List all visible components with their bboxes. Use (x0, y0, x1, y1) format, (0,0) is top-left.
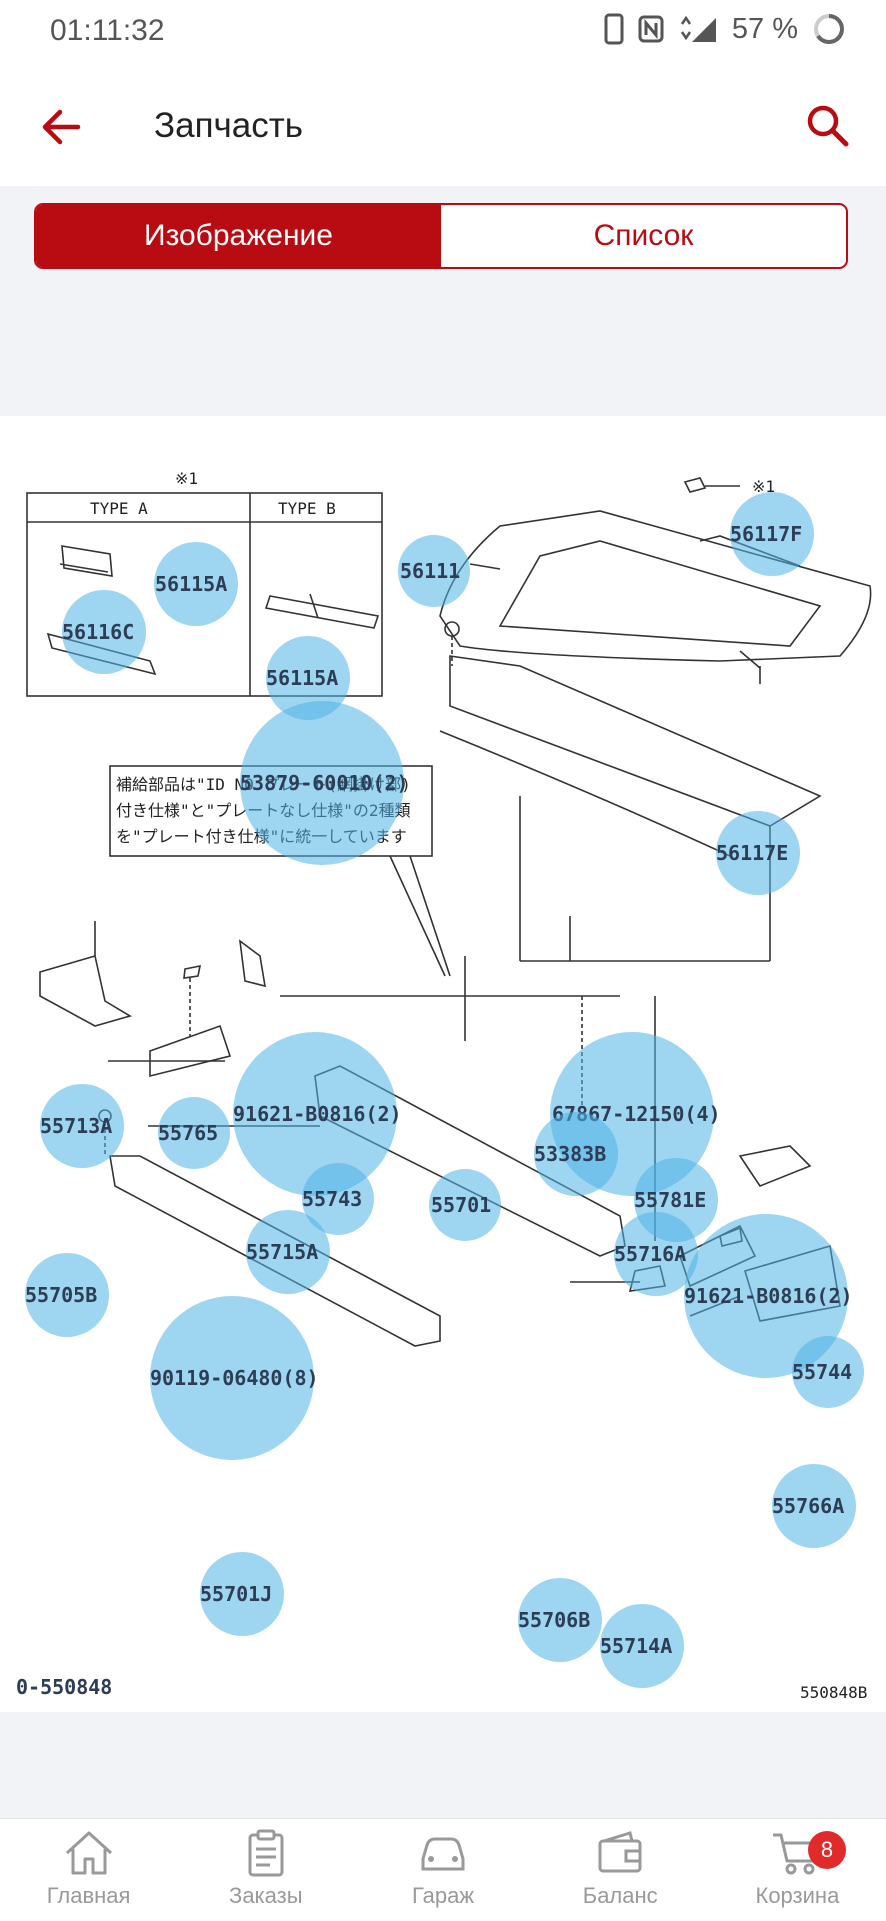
part-label[interactable]: 91621-B0816(2) (233, 1102, 402, 1126)
part-callout[interactable]: 53383B (534, 1112, 618, 1196)
wallet-icon (598, 1831, 642, 1873)
nav-garage-label: Гараж (411, 1883, 475, 1908)
part-callout[interactable]: 55744 (792, 1336, 864, 1408)
page-title: Запчасть (154, 106, 304, 145)
part-label[interactable]: 55781E (634, 1188, 706, 1212)
part-label[interactable]: 55705B (25, 1283, 97, 1307)
part-callout[interactable]: 56115A (154, 542, 238, 626)
part-callout[interactable]: 56117F (730, 492, 814, 576)
app-bar: Запчасть (0, 66, 886, 186)
part-callout[interactable]: 90119-06480(8) (150, 1296, 319, 1460)
nav-cart-label: Корзина (755, 1883, 840, 1908)
part-label[interactable]: 56115A (266, 666, 338, 690)
part-label[interactable]: 55714A (600, 1634, 672, 1658)
part-callout[interactable]: 55705B (25, 1253, 109, 1337)
part-label[interactable]: 55713A (40, 1114, 112, 1138)
part-label[interactable]: 53383B (534, 1142, 606, 1166)
part-callout[interactable]: 53879-60010(2) (240, 701, 409, 865)
part-label[interactable]: 56111 (400, 559, 460, 583)
diagram-code-left: 0-550848 (16, 1675, 112, 1699)
part-label[interactable]: 56115A (155, 572, 227, 596)
back-arrow-icon[interactable] (38, 104, 84, 150)
part-label[interactable]: 55701J (200, 1582, 272, 1606)
signal-icon (680, 15, 716, 42)
clip-part (59, 545, 113, 577)
type-b-label: TYPE B (278, 499, 336, 518)
part-callout[interactable]: 55701 (429, 1169, 501, 1241)
part-label[interactable]: 56116C (62, 620, 134, 644)
part-label[interactable]: 56117F (730, 522, 802, 546)
part-callout[interactable]: 55781E (634, 1158, 718, 1242)
view-toggle: Изображение Список (34, 203, 848, 269)
part-label[interactable]: 55766A (772, 1494, 844, 1518)
bracket-b-part (149, 1024, 232, 1078)
parts-diagram-svg: ※1 TYPE A TYPE B ※1 補給部品は"ID NO.プレート(網掛け… (16, 469, 872, 1702)
part-label[interactable]: 56117E (716, 841, 788, 865)
part-label[interactable]: 53879-60010(2) (240, 771, 409, 795)
part-callout[interactable]: 55706B (518, 1578, 602, 1662)
nav-balance-label: Баланс (582, 1883, 658, 1908)
part-callout[interactable]: 55766A (772, 1464, 856, 1548)
part-label[interactable]: 55716A (614, 1242, 686, 1266)
nav-home-label: Главная (46, 1883, 131, 1908)
type-a-label: TYPE A (90, 499, 148, 518)
asterisk-right: ※1 (752, 477, 775, 496)
status-time: 01:11:32 (50, 14, 165, 47)
bracket-743-part (238, 939, 266, 988)
tab-list[interactable]: Список (593, 219, 694, 252)
part-callout[interactable]: 91621-B0816(2) (233, 1032, 402, 1196)
nav-orders[interactable]: Заказы (177, 1819, 354, 1921)
diagram-code-right: 550848B (800, 1683, 867, 1702)
part-label[interactable]: 55765 (158, 1121, 218, 1145)
cowl-panel-part (449, 655, 822, 827)
part-callout[interactable]: 56115A (266, 636, 350, 720)
battery-percent: 57 % (731, 12, 798, 45)
nav-home[interactable]: Главная (0, 1819, 177, 1921)
part-callout[interactable]: 56111 (398, 535, 470, 607)
status-bar: 01:11:32 57 % (0, 0, 886, 66)
parts-diagram[interactable]: ※1 TYPE A TYPE B ※1 補給部品は"ID NO.プレート(網掛け… (0, 416, 886, 1712)
part-label[interactable]: 55744 (792, 1360, 852, 1384)
search-icon[interactable] (804, 102, 850, 148)
part-callout[interactable]: 55701J (200, 1552, 284, 1636)
type-box (26, 492, 383, 697)
part-callout[interactable]: 91621-B0816(2) (684, 1214, 853, 1378)
home-icon (65, 1831, 112, 1875)
part-label[interactable]: 55743 (302, 1187, 362, 1211)
tab-image[interactable]: Изображение (36, 205, 441, 267)
part-callout[interactable]: 55743 (302, 1163, 374, 1235)
part-label[interactable]: 55715A (246, 1240, 318, 1264)
part-label[interactable]: 55701 (431, 1193, 491, 1217)
nav-orders-label: Заказы (229, 1883, 303, 1908)
part-callout[interactable]: 56117E (716, 811, 800, 895)
plate-b-part (264, 593, 380, 629)
asterisk-top: ※1 (175, 469, 198, 488)
part-callout[interactable]: 55713A (40, 1084, 124, 1168)
part-label[interactable]: 55706B (518, 1608, 590, 1632)
part-label[interactable]: 91621-B0816(2) (684, 1284, 853, 1308)
battery-ring-icon (814, 14, 844, 44)
nav-garage[interactable]: Гараж (354, 1819, 531, 1921)
part-callout[interactable]: 55715A (246, 1210, 330, 1294)
cart-badge: 8 (808, 1831, 847, 1869)
lower-cowl-j-part (109, 1155, 441, 1347)
car-icon (421, 1837, 465, 1871)
seal-part (439, 730, 731, 857)
bracket-left-part (39, 954, 132, 1027)
clipboard-icon (248, 1829, 284, 1877)
part-callout[interactable]: 55714A (600, 1604, 684, 1688)
bottom-nav: Главная Заказы Гараж Баланс Корзина 8 (0, 1818, 886, 1921)
part-callout[interactable]: 56116C (62, 590, 146, 674)
bottom-spacer (0, 1712, 886, 1818)
bracket-744-part (738, 1145, 812, 1187)
nav-balance[interactable]: Баланс (532, 1819, 709, 1921)
part-callout[interactable]: 55765 (158, 1097, 230, 1169)
status-icons: 57 % (604, 12, 846, 46)
part-callout[interactable]: 55716A (614, 1212, 698, 1296)
nav-cart[interactable]: Корзина 8 (709, 1819, 886, 1921)
windshield-part (439, 510, 872, 662)
phone-icon (604, 13, 624, 45)
part-label[interactable]: 90119-06480(8) (150, 1366, 319, 1390)
nfc-icon (638, 15, 664, 43)
